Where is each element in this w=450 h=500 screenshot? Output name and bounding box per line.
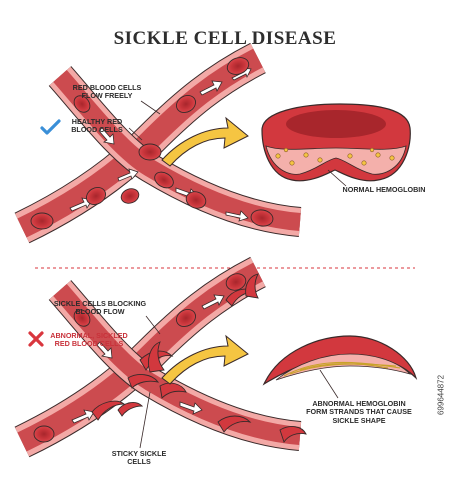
round-red-blood-cell bbox=[33, 425, 55, 443]
normal-hemoglobin-label: NORMAL HEMOGLOBIN bbox=[342, 185, 426, 194]
red-blood-cell bbox=[138, 143, 162, 161]
zoom-arrow-bottom bbox=[161, 334, 249, 385]
stock-id: 699644872 bbox=[436, 374, 446, 416]
healthy-main-vessel bbox=[14, 42, 266, 244]
red-blood-cell bbox=[86, 187, 106, 205]
blocking-label: SICKLE CELLS BLOCKING BLOOD FLOW bbox=[53, 299, 147, 317]
round-red-blood-cell bbox=[176, 309, 196, 327]
checkmark-icon bbox=[40, 119, 61, 135]
red-blood-cell bbox=[250, 209, 274, 227]
flow-label: RED BLOOD CELLS FLOW FREELY bbox=[72, 83, 142, 101]
sticky-pointer bbox=[139, 391, 151, 449]
sickle-vessels bbox=[14, 256, 307, 458]
normal-cell-cross-section bbox=[261, 103, 411, 182]
round-red-blood-cell bbox=[225, 273, 247, 291]
sickled-cell bbox=[245, 273, 259, 299]
abnormal-hemoglobin-strands bbox=[283, 361, 401, 377]
sticky-cells-label: STICKY SICKLE CELLS bbox=[111, 449, 167, 467]
cross-icon bbox=[28, 331, 44, 347]
red-blood-cell bbox=[120, 188, 140, 204]
healthy-red-blood-cells bbox=[30, 57, 274, 230]
red-blood-cell bbox=[226, 57, 250, 75]
sickled-cell bbox=[279, 426, 307, 444]
abnormal-hemoglobin-label: ABNORMAL HEMOGLOBIN FORM STRANDS THAT CA… bbox=[306, 399, 412, 425]
sickle-cell-cross-section bbox=[262, 335, 418, 386]
healthy-vessels bbox=[14, 42, 302, 244]
red-blood-cell bbox=[30, 212, 54, 230]
sickled-cell bbox=[127, 374, 160, 389]
red-blood-cell bbox=[73, 95, 91, 113]
healthy-pointer bbox=[128, 127, 143, 141]
blocking-pointer bbox=[145, 315, 161, 335]
sickle-cells bbox=[33, 273, 307, 444]
red-blood-cell bbox=[185, 191, 207, 209]
abnormal-cells-label: ABNORMAL, SICKLED RED BLOOD CELLS bbox=[50, 331, 128, 349]
abnormal-hemoglobin-pointer bbox=[319, 369, 339, 399]
sickle-flow-arrows bbox=[71, 294, 225, 424]
sickled-cell bbox=[217, 415, 252, 433]
normal-hemoglobin-pointer bbox=[327, 169, 347, 187]
page-title: SICKLE CELL DISEASE bbox=[113, 28, 337, 49]
red-blood-cell bbox=[176, 95, 196, 113]
red-blood-cell bbox=[154, 171, 174, 189]
sickled-cell bbox=[117, 402, 144, 417]
sickled-cell bbox=[91, 400, 126, 421]
flow-pointer bbox=[140, 100, 161, 115]
normal-hemoglobin-particles bbox=[275, 147, 395, 166]
zoom-arrow-top bbox=[161, 116, 249, 167]
round-red-blood-cell bbox=[73, 309, 91, 327]
sickled-cell bbox=[148, 341, 165, 373]
healthy-cells-label: HEALTHY RED BLOOD CELLS bbox=[71, 117, 123, 135]
